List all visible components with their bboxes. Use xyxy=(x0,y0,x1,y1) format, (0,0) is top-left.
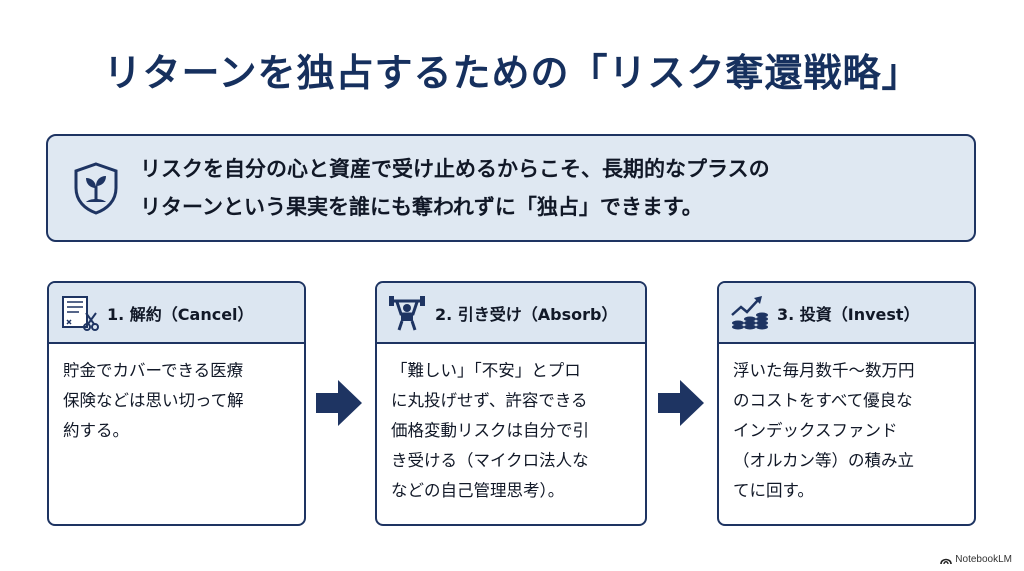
card-line: 貯金でカバーできる医療 xyxy=(63,361,244,380)
card-header: 2. 引き受け（Absorb） xyxy=(377,283,645,344)
card-line: に丸投げせず、許容できる xyxy=(391,391,588,410)
card-line: き受ける（マイクロ法人な xyxy=(391,451,589,470)
card-line: 約する。 xyxy=(63,421,129,440)
weightlifter-icon xyxy=(389,295,425,330)
shield-sprout-icon xyxy=(74,162,118,215)
card-cancel: 1. 解約（Cancel） 貯金でカバーできる医療 保険などは思い切って解 約す… xyxy=(47,281,306,526)
notebooklm-watermark: NotebookLM xyxy=(940,554,1012,565)
card-line: 「難しい」「不安」とプロ xyxy=(391,361,581,380)
card-line: 浮いた毎月数千〜数万円 xyxy=(733,361,915,380)
card-body: 貯金でカバーできる医療 保険などは思い切って解 約する。 xyxy=(49,344,304,446)
card-line: てに回す。 xyxy=(733,481,814,500)
card-header: 3. 投資（Invest） xyxy=(719,283,974,344)
card-body: 「難しい」「不安」とプロ に丸投げせず、許容できる 価格変動リスクは自分で引 き… xyxy=(377,344,645,506)
arrow-right-icon xyxy=(316,380,362,426)
footer-brand: NotebookLM xyxy=(955,554,1012,565)
page-title: リターンを独占するための「リスク奪還戦略」 xyxy=(103,51,921,95)
card-line: などの自己管理思考）。 xyxy=(391,481,565,500)
banner-line-2: リターンという果実を誰にも奪われずに「独占」できます。 xyxy=(140,195,703,219)
card-line: 価格変動リスクは自分で引 xyxy=(391,421,589,440)
growth-coins-icon xyxy=(731,295,768,329)
card-line: （オルカン等）の積み立 xyxy=(733,451,915,470)
card-title: 3. 投資（Invest） xyxy=(777,304,920,324)
arrow-right-icon xyxy=(658,380,704,426)
card-absorb: 2. 引き受け（Absorb） 「難しい」「不安」とプロ に丸投げせず、許容でき… xyxy=(375,281,647,526)
contract-scissors-icon xyxy=(62,295,99,331)
summary-banner: リスクを自分の心と資産で受け止めるからこそ、長期的なプラスの リターンという果実… xyxy=(46,134,976,242)
card-title: 2. 引き受け（Absorb） xyxy=(435,304,618,324)
notebooklm-logo-icon xyxy=(940,558,953,564)
card-line: のコストをすべて優良な xyxy=(733,391,913,410)
card-invest: 3. 投資（Invest） 浮いた毎月数千〜数万円 のコストをすべて優良な イン… xyxy=(717,281,976,526)
card-line: 保険などは思い切って解 xyxy=(63,391,244,410)
card-title: 1. 解約（Cancel） xyxy=(107,304,254,324)
card-header: 1. 解約（Cancel） xyxy=(49,283,304,344)
banner-line-1: リスクを自分の心と資産で受け止めるからこそ、長期的なプラスの xyxy=(140,157,770,181)
card-body: 浮いた毎月数千〜数万円 のコストをすべて優良な インデックスファンド （オルカン… xyxy=(719,344,974,506)
card-line: インデックスファンド xyxy=(733,421,898,440)
